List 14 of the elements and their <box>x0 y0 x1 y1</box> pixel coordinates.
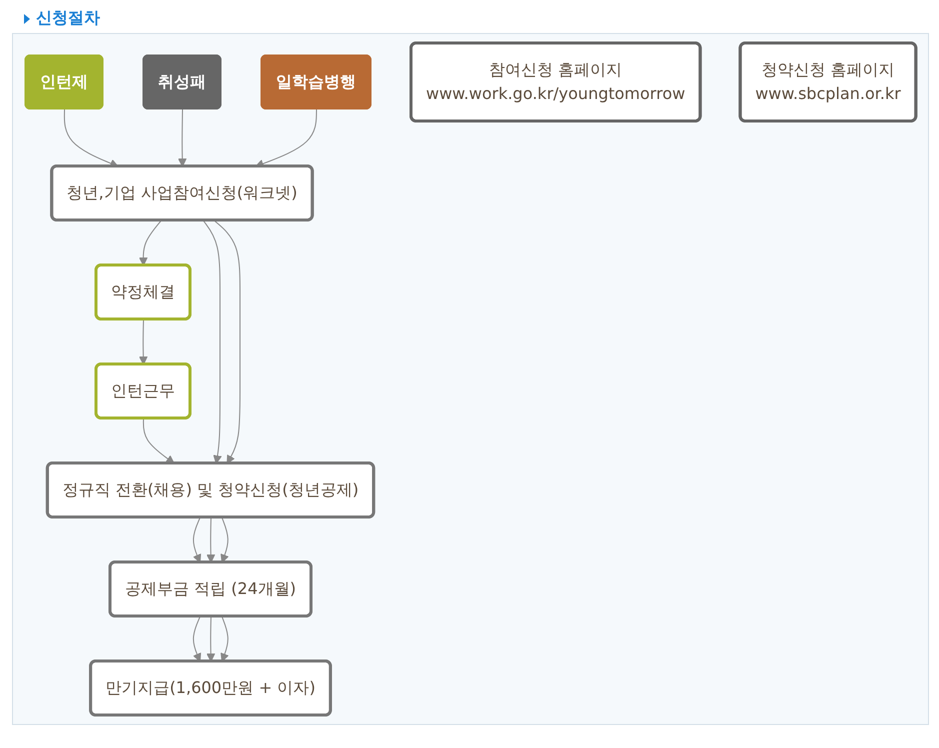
section-title: 신청절차 <box>36 8 100 29</box>
arrow <box>193 616 202 662</box>
arrow <box>142 418 175 464</box>
arrow <box>206 616 216 662</box>
arrow <box>202 220 222 464</box>
arrow <box>193 517 202 563</box>
arrow <box>206 517 216 563</box>
arrow <box>214 220 241 464</box>
arrow <box>139 220 162 266</box>
arrow <box>64 109 119 168</box>
arrow <box>178 109 187 167</box>
arrow <box>139 319 148 365</box>
arrow <box>220 616 229 662</box>
arrow <box>220 517 229 563</box>
